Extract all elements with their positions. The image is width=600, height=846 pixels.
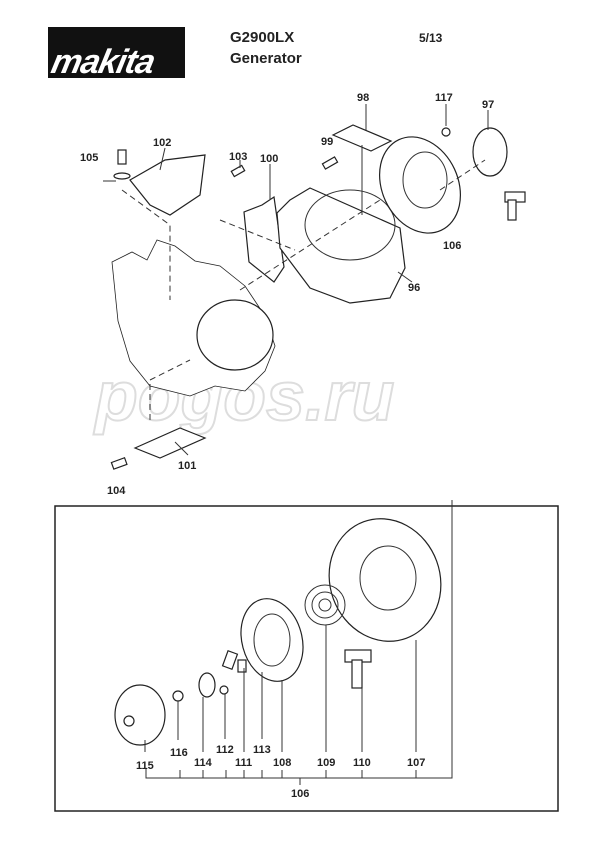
- detail-box: [54, 505, 559, 812]
- part-105-bolt: [113, 149, 131, 180]
- part-106-recoil-starter: [378, 136, 462, 234]
- part-110-handle: [344, 649, 372, 689]
- part-102-cover: [129, 154, 206, 216]
- label-107: 107: [407, 757, 425, 769]
- label-116: 116: [170, 747, 188, 759]
- part-103-screw: [230, 164, 246, 178]
- part-99-screw: [321, 156, 339, 170]
- label-103: 103: [229, 151, 247, 163]
- makita-logo: makita: [48, 27, 185, 81]
- detail-leader-lines: [144, 500, 453, 785]
- part-104-bolt: [110, 457, 128, 470]
- part-109-spring: [304, 584, 346, 626]
- detail-part-labels: 115 116 114 112 111 113 108 109 110 107 …: [136, 744, 425, 800]
- part-96-fan-cover: [276, 187, 406, 304]
- page-number: 5/13: [419, 31, 443, 45]
- part-116-screw: [172, 690, 184, 702]
- starter-handle: [504, 191, 526, 221]
- recoil-starter-parts: [114, 518, 442, 746]
- label-98: 98: [357, 92, 369, 104]
- label-117: 117: [435, 92, 453, 104]
- label-106-detail: 106: [291, 788, 309, 800]
- engine-outline: [111, 239, 276, 397]
- label-105: 105: [80, 152, 98, 164]
- part-113-spring: [237, 659, 247, 673]
- part-97-disc: [472, 127, 508, 177]
- product-description: Generator: [230, 50, 302, 67]
- label-104: 104: [107, 485, 126, 497]
- upper-part-labels: 98 117 97 102 105 103 100 99 106 96 101 …: [80, 92, 494, 497]
- label-101: 101: [178, 460, 196, 472]
- leader-lines: [103, 104, 489, 456]
- part-98-label: [331, 124, 393, 152]
- part-114-washer: [198, 672, 216, 698]
- label-108: 108: [273, 757, 291, 769]
- label-113: 113: [253, 744, 271, 756]
- part-117-bolt: [441, 127, 451, 137]
- label-109: 109: [317, 757, 335, 769]
- label-100: 100: [260, 153, 278, 165]
- label-96: 96: [408, 282, 420, 294]
- part-101-bracket: [133, 427, 207, 459]
- label-112: 112: [216, 744, 234, 756]
- label-106-upper: 106: [443, 240, 461, 252]
- label-102: 102: [153, 137, 171, 149]
- part-112-clip: [219, 685, 229, 695]
- label-111: 111: [235, 757, 252, 769]
- model-number: G2900LX: [230, 29, 295, 46]
- part-100-baffle: [243, 195, 285, 283]
- label-110: 110: [353, 757, 371, 769]
- label-115: 115: [136, 760, 154, 772]
- part-111-ratchet: [221, 650, 239, 670]
- part-108-reel: [240, 598, 304, 682]
- label-97: 97: [482, 99, 494, 111]
- part-115-pulley: [114, 684, 166, 746]
- label-99: 99: [321, 136, 333, 148]
- label-114: 114: [194, 757, 213, 769]
- part-107-starter-case: [328, 518, 442, 642]
